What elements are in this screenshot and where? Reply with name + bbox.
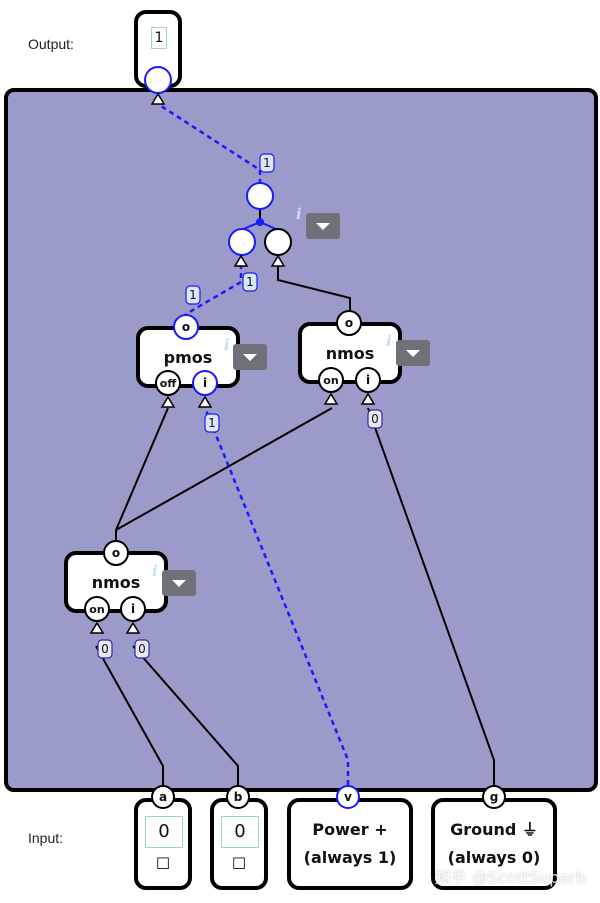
tag-output-wire: 1 [259,153,275,173]
power-source-line2: (always 1) [303,848,397,867]
wire-b-to-nmos-low-i [132,645,239,785]
arrow-nmos-low-on [89,621,105,634]
input-b-checkbox[interactable]: ☐ [231,854,247,873]
wire-pmos-to-junction [185,264,243,316]
ground-source-line2: (always 0) [447,848,541,867]
nmos-low-title: nmos [91,573,141,592]
ground-letter: g [490,790,499,804]
nmos-low-i-port [120,596,146,622]
ground-port [482,785,506,809]
nmos-low-on-port [84,596,110,622]
nmos-top-i-port [355,367,381,393]
nmos-top-info-icon[interactable]: i [386,332,392,350]
pmos-i-port [192,370,218,396]
input-a-value[interactable]: 0 [145,816,183,848]
tag-output-wire-text: 1 [263,156,271,170]
power-letter: v [344,790,352,804]
tag-nmos-low-on: 0 [97,639,113,659]
nmos-low-out-port [103,540,129,566]
pmos-off-letter: off [160,377,177,390]
tag-pmos-out-a: 1 [242,272,258,292]
ground-source-line1: Ground ⏚ [450,820,538,839]
pmos-dropdown-button[interactable] [233,344,267,370]
input-b-value[interactable]: 0 [221,816,259,848]
junction-right-port [264,228,292,256]
pmos-i-letter: i [203,376,207,390]
nmos-low-on-letter: on [89,603,104,616]
nmos-low-info-icon[interactable]: i [152,562,158,580]
junction-dot [256,218,264,226]
tag-nmos-low-on-text: 0 [101,642,109,656]
input-a-checkbox[interactable]: ☐ [155,854,171,873]
input-a-port [151,785,175,809]
watermark: 知乎 @ScottSuperb [434,868,586,887]
input-a-letter: a [159,790,167,804]
output-value: 1 [151,27,167,49]
wire-nmos-top-to-junction [277,264,351,316]
pmos-off-port [155,370,181,396]
output-port [144,66,172,94]
nmos-top-on-letter: on [323,374,338,387]
pmos-title: pmos [163,348,213,367]
arrow-pmos-i [197,395,213,408]
pmos-info-icon[interactable]: i [224,336,230,354]
arrow-pmos-off [160,395,176,408]
tag-pmos-i: 1 [204,413,220,433]
wire-g-to-nmos-top-i [367,407,495,785]
arrow-output [150,92,166,105]
tag-pmos-i-text: 1 [208,416,216,430]
junction-info-icon[interactable]: i [296,205,302,223]
wire-v-to-pmos-i [203,407,350,785]
wire-a-to-nmos-low-on [95,645,164,785]
power-port [336,785,360,809]
tag-nmos-low-i: 0 [134,639,150,659]
wire-nmos-low-to-nmos-top-on [115,407,333,531]
input-b-port [226,785,250,809]
power-source-line1: Power + [312,820,388,839]
output-label: Output: [28,36,74,52]
junction-left-port [228,228,256,256]
wire-nmos-low-to-pmos-off [115,407,169,531]
arrow-nmos-top-on [323,392,339,405]
wire-junction-to-output [157,102,262,184]
nmos-top-dropdown-button[interactable] [396,340,430,366]
nmos-top-out-port [336,310,362,336]
nmos-top-out-letter: o [345,316,353,330]
junction-top-port [246,182,274,210]
input-label: Input: [28,830,64,846]
pmos-out-letter: o [182,320,190,334]
input-b-letter: b [234,790,243,804]
arrow-junction-left [233,254,249,267]
tag-nmos-top-i: 0 [367,409,383,429]
circuit-canvas [4,88,598,792]
tag-nmos-low-i-text: 0 [138,642,146,656]
junction-dropdown-button[interactable] [306,213,340,239]
tag-nmos-top-i-text: 0 [371,412,379,426]
arrow-nmos-low-i [125,621,141,634]
pmos-out-port [173,314,199,340]
nmos-low-i-letter: i [131,602,135,616]
nmos-top-on-port [318,367,344,393]
nmos-top-title: nmos [325,344,375,363]
input-a-box: 0 ☐ [134,798,192,890]
tag-pmos-out-b: 1 [185,285,201,305]
nmos-top-i-letter: i [366,373,370,387]
tag-pmos-out-b-text: 1 [189,288,197,302]
arrow-nmos-top-i [360,392,376,405]
nmos-low-out-letter: o [112,546,120,560]
arrow-junction-right [270,254,286,267]
tag-pmos-out-a-text: 1 [246,275,254,289]
ground-source-box[interactable]: Ground ⏚ (always 0) [431,798,557,890]
nmos-low-dropdown-button[interactable] [162,570,196,596]
